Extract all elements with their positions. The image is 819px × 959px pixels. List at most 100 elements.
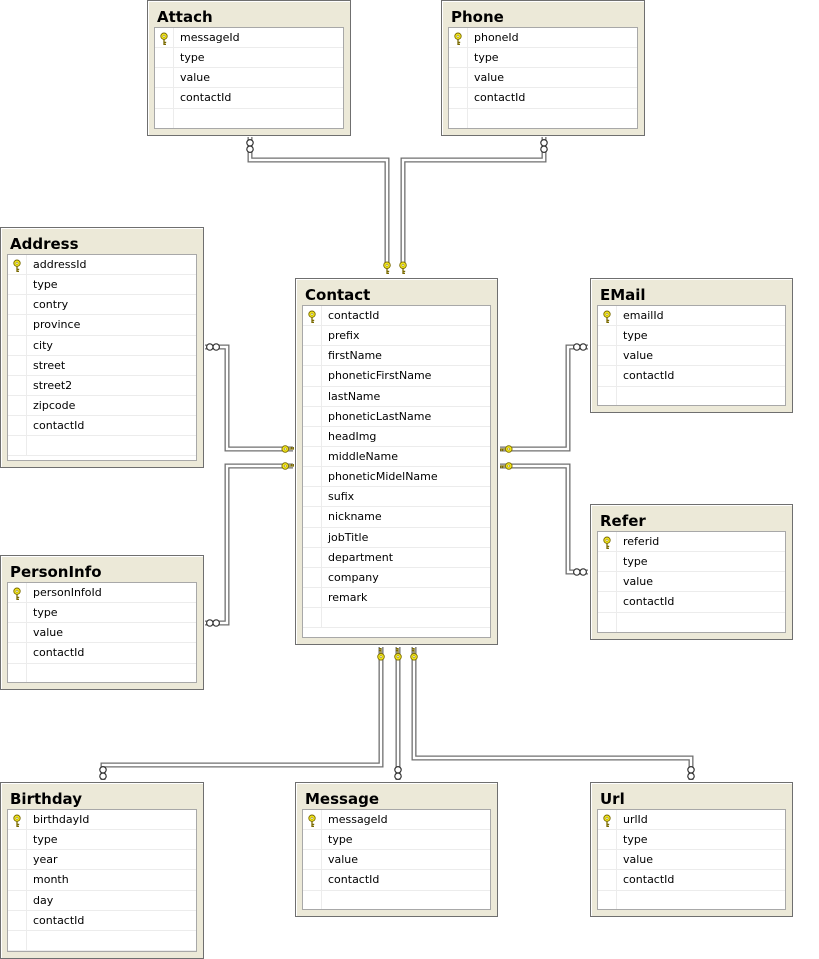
- column-row[interactable]: contactId: [449, 88, 637, 109]
- column-row[interactable]: type: [598, 552, 785, 573]
- column-row[interactable]: type: [8, 603, 196, 624]
- relationship-phone-contact[interactable]: [399, 137, 548, 274]
- row-selector: [598, 870, 617, 890]
- row-selector: [598, 612, 617, 632]
- column-row[interactable]: type: [8, 830, 196, 851]
- column-row[interactable]: street: [8, 355, 196, 376]
- column-row[interactable]: contactId: [598, 592, 785, 613]
- relationship-address-contact[interactable]: [205, 343, 294, 453]
- relationship-attach-contact[interactable]: [246, 137, 391, 274]
- row-selector: [303, 547, 322, 567]
- column-row[interactable]: middleName: [303, 446, 490, 468]
- column-row[interactable]: sufix: [303, 487, 490, 508]
- column-row[interactable]: value: [8, 623, 196, 644]
- column-row[interactable]: prefix: [303, 326, 490, 347]
- column-row[interactable]: contactId: [8, 416, 196, 437]
- column-row[interactable]: firstName: [303, 346, 490, 367]
- relationship-birthday-contact[interactable]: [99, 647, 385, 781]
- column-name: type: [623, 329, 648, 343]
- column-row[interactable]: province: [8, 315, 196, 336]
- column-row[interactable]: contactId: [8, 910, 196, 931]
- column-name: contry: [33, 298, 69, 312]
- relationship-personinfo-contact[interactable]: [205, 462, 294, 627]
- relationship-refer-contact[interactable]: [500, 462, 588, 576]
- column-row[interactable]: phoneId: [449, 28, 637, 49]
- column-row[interactable]: contactId: [598, 366, 785, 387]
- relationship-message-contact[interactable]: [394, 647, 402, 781]
- column-row[interactable]: street2: [8, 375, 196, 396]
- column-name: phoneticLastName: [328, 409, 432, 423]
- column-row[interactable]: lastName: [303, 386, 490, 407]
- column-row[interactable]: day: [8, 890, 196, 911]
- column-row[interactable]: contactId: [598, 870, 785, 891]
- column-row[interactable]: value: [598, 346, 785, 367]
- column-row[interactable]: referid: [598, 532, 785, 553]
- table-title: Refer: [600, 512, 646, 530]
- column-name: value: [623, 575, 654, 589]
- column-row[interactable]: company: [303, 567, 490, 588]
- relationship-email-contact[interactable]: [500, 343, 588, 453]
- column-row[interactable]: messageId: [303, 810, 490, 831]
- column-name: messageId: [180, 31, 240, 44]
- column-row[interactable]: type: [8, 275, 196, 296]
- column-row[interactable]: contactId: [8, 643, 196, 664]
- column-row[interactable]: contactId: [303, 306, 490, 327]
- row-selector: [8, 335, 27, 355]
- column-row[interactable]: value: [155, 68, 343, 89]
- column-row[interactable]: headImg: [303, 426, 490, 447]
- column-name: lastName: [328, 389, 381, 403]
- column-row[interactable]: type: [598, 326, 785, 347]
- column-row[interactable]: personInfoId: [8, 583, 196, 604]
- row-selector: [598, 850, 617, 870]
- column-row[interactable]: month: [8, 870, 196, 891]
- column-row[interactable]: contactId: [155, 88, 343, 109]
- column-row[interactable]: type: [303, 830, 490, 851]
- column-row[interactable]: contry: [8, 295, 196, 316]
- column-row[interactable]: city: [8, 335, 196, 356]
- column-row[interactable]: urlId: [598, 810, 785, 831]
- column-row[interactable]: phoneticMidelName: [303, 467, 490, 488]
- column-row[interactable]: department: [303, 547, 490, 568]
- column-row[interactable]: emailId: [598, 306, 785, 327]
- column-row[interactable]: birthdayId: [8, 810, 196, 831]
- column-row[interactable]: addressId: [8, 255, 196, 276]
- infinity-icon: [206, 619, 221, 627]
- relationship-url-contact[interactable]: [410, 647, 695, 781]
- column-row[interactable]: type: [449, 48, 637, 69]
- column-row[interactable]: value: [449, 68, 637, 89]
- row-selector: [303, 850, 322, 870]
- key-icon: [453, 31, 463, 45]
- column-name: contactId: [623, 873, 675, 887]
- column-row[interactable]: phoneticFirstName: [303, 366, 490, 387]
- column-row[interactable]: remark: [303, 587, 490, 609]
- empty-row: [598, 890, 785, 909]
- column-row[interactable]: type: [598, 830, 785, 851]
- empty-row: [8, 436, 196, 457]
- row-selector: [303, 406, 322, 426]
- column-row[interactable]: zipcode: [8, 395, 196, 417]
- column-row[interactable]: messageId: [155, 28, 343, 49]
- key-icon: [394, 648, 402, 661]
- column-row[interactable]: value: [598, 572, 785, 593]
- column-row[interactable]: type: [155, 48, 343, 69]
- column-row[interactable]: jobTitle: [303, 527, 490, 548]
- row-selector: [449, 88, 468, 108]
- column-row[interactable]: phoneticLastName: [303, 406, 490, 427]
- key-icon: [602, 309, 612, 323]
- column-name: messageId: [328, 813, 388, 826]
- column-row[interactable]: value: [598, 850, 785, 871]
- column-row[interactable]: year: [8, 850, 196, 871]
- column-row[interactable]: contactId: [303, 870, 490, 891]
- column-row[interactable]: value: [303, 850, 490, 871]
- column-row[interactable]: nickname: [303, 507, 490, 528]
